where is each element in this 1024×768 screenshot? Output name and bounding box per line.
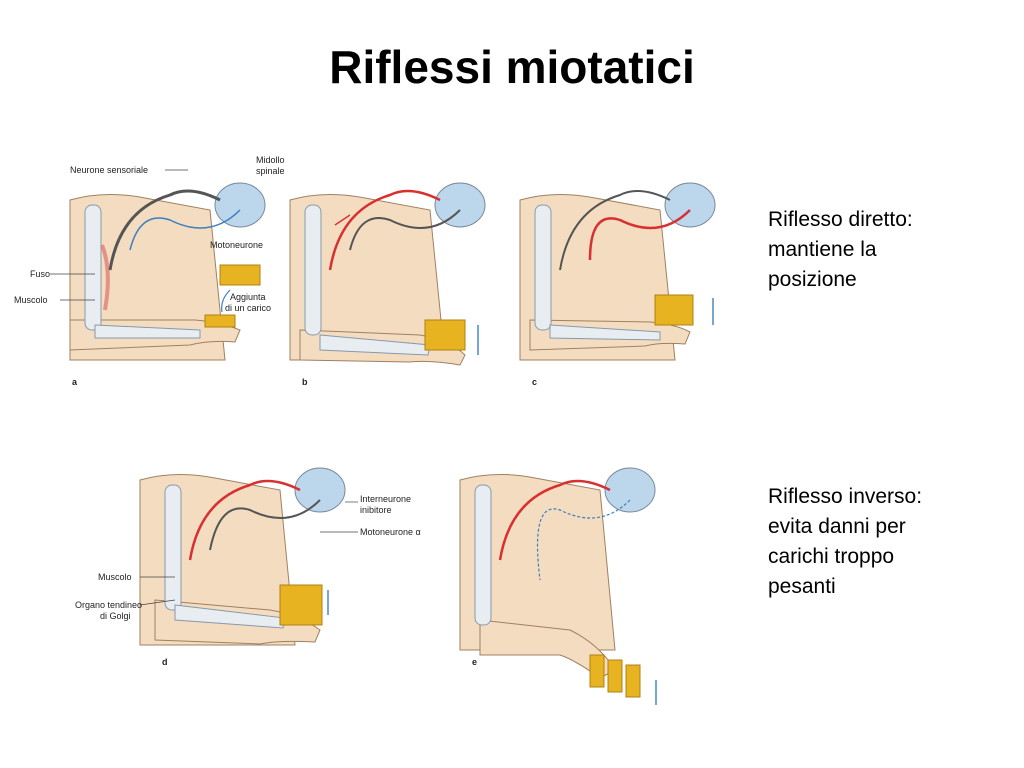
panel-e: e [450,460,680,715]
arm-illustration [519,193,691,361]
panel-a: Neurone sensoriale Midollo spinale Fuso … [10,150,290,405]
label-sensory-neuron: Neurone sensoriale [70,165,148,175]
panel-letter-d: d [162,657,168,667]
sensory-nerve-path [188,479,301,561]
label-motor-neuron: Motoneurone [210,240,263,250]
label-spindle: Fuso [30,269,50,279]
note-inverse-line1: Riflesso inverso: [768,485,923,508]
panel-letter-e: e [472,657,477,667]
spinal-cord-section [294,467,346,513]
note-direct-line2: mantiene la [768,238,877,261]
motor-nerve-path [349,209,461,251]
weight-stack [204,264,261,328]
note-inverse-line2: evita danni per [768,515,906,538]
arm-illustration [289,193,466,366]
arm-diagram-c: c [519,182,716,387]
label-load-line1: Aggiunta [230,292,266,302]
arm-illustration [139,473,321,646]
load-arrow [221,289,231,313]
spinal-cord-section [214,182,266,228]
note-inverse-reflex: Riflesso inverso: evita danni per carich… [768,482,1008,602]
arm-diagram-e: e [459,467,657,705]
stretch-arrow [334,214,351,226]
sensory-nerve-path [498,479,611,561]
spinal-cord-section [664,182,716,228]
label-muscle-d: Muscolo [98,572,132,582]
weight-stack [589,654,641,698]
weight-stack [654,294,694,326]
note-direct-line1: Riflesso diretto: [768,208,913,231]
motor-nerve-path [537,499,631,581]
label-interneuron-line1: Interneurone [360,494,411,504]
panel-c: c [510,150,730,405]
arm-diagram-a: Neurone sensoriale Midollo spinale Fuso … [14,155,285,387]
arm-illustration [459,473,616,679]
slide-title: Riflessi miotatici [329,41,695,93]
spinal-cord-section [434,182,486,228]
panel-letter-c: c [532,377,537,387]
label-spinal-cord-line1: Midollo [256,155,285,165]
label-muscle: Muscolo [14,295,48,305]
note-direct-reflex: Riflesso diretto: mantiene la posizione [768,205,1008,295]
label-spinal-cord-line2: spinale [256,166,285,176]
label-interneuron-line2: inibitore [360,505,392,515]
motor-nerve-path [209,499,321,551]
spinal-cord-section [604,467,656,513]
panel-d: Interneurone inibitore Motoneurone α Mus… [75,460,450,710]
panel-letter-b: b [302,377,308,387]
motor-nerve-path [588,209,691,261]
arm-diagram-d: Interneurone inibitore Motoneurone α Mus… [75,467,421,667]
panel-letter-a: a [72,377,78,387]
label-alpha-motor: Motoneurone α [360,527,421,537]
weight-stack [424,319,466,351]
weight-stack [279,584,323,626]
label-golgi-line2: di Golgi [100,611,131,621]
panel-b: b [280,150,510,405]
sensory-nerve-path [559,190,671,271]
arm-diagram-b: b [289,182,486,387]
note-inverse-line4: pesanti [768,575,836,598]
sensory-nerve-path [328,189,441,271]
note-direct-line3: posizione [768,268,857,291]
motor-nerve-path [129,209,241,251]
arm-illustration [69,193,241,361]
label-golgi-line1: Organo tendineo [75,600,142,610]
note-inverse-line3: carichi troppo [768,545,895,568]
label-load-line2: di un carico [225,303,271,313]
sensory-nerve-path [108,189,221,271]
